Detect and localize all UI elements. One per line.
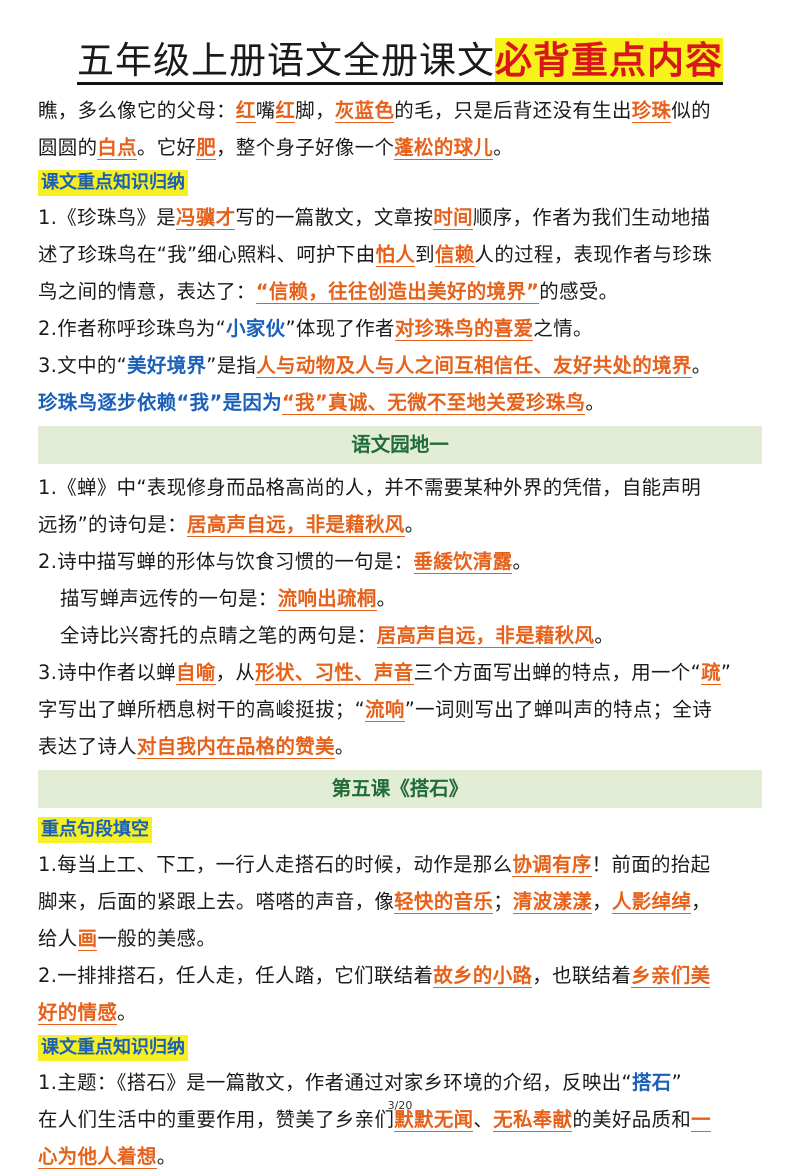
paragraph-line: 1.《珍珠鸟》是冯骥才写的一篇散文，文章按时间顺序，作者为我们生动地描 bbox=[38, 206, 711, 230]
section-heading: 重点句段填空 bbox=[38, 817, 152, 843]
title-highlight: 必背重点内容 bbox=[495, 38, 723, 85]
document-body: 瞧，多么像它的父母：红嘴红脚，灰蓝色的毛，只是后背还没有生出珍珠似的 圆圆的白点… bbox=[38, 92, 762, 1175]
section-band: 第五课《搭石》 bbox=[38, 770, 762, 808]
paragraph-line: 鸟之间的情意，表达了：“信赖，往往创造出美好的境界”的感受。 bbox=[38, 280, 619, 304]
paragraph-line: 描写蝉声远传的一句是：流响出疏桐。 bbox=[60, 587, 397, 611]
paragraph-line: 给人画一般的美感。 bbox=[38, 927, 217, 951]
paragraph-line: 3.诗中作者以蝉自喻，从形状、习性、声音三个方面写出蝉的特点，用一个“疏” bbox=[38, 661, 732, 685]
paragraph-line: 1.《蝉》中“表现修身而品格高尚的人，并不需要某种外界的凭借，自能声明 bbox=[38, 476, 702, 499]
paragraph-line: 心为他人着想。 bbox=[38, 1145, 177, 1169]
paragraph-line: 在人们生活中的重要作用，赞美了乡亲们默默无闻、无私奉献的美好品质和一 bbox=[38, 1108, 711, 1132]
paragraph-line: 表达了诗人对自我内在品格的赞美。 bbox=[38, 735, 355, 759]
title-part1: 五年级上册语文全册课文 bbox=[77, 39, 495, 85]
paragraph-line: 2.一排排搭石，任人走，任人踏，它们联结着故乡的小路，也联结着乡亲们美 bbox=[38, 964, 711, 988]
paragraph-line: 2.作者称呼珍珠鸟为“小家伙”体现了作者对珍珠鸟的喜爱之情。 bbox=[38, 317, 593, 341]
paragraph-line: 珍珠鸟逐步依赖“我”是因为“我”真诚、无微不至地关爱珍珠鸟。 bbox=[38, 391, 606, 415]
paragraph-line: 好的情感。 bbox=[38, 1001, 137, 1025]
section-heading: 课文重点知识归纳 bbox=[38, 1035, 188, 1061]
paragraph-line: 1.每当上工、下工，一行人走搭石的时候，动作是那么协调有序！前面的抬起 bbox=[38, 853, 711, 877]
paragraph-line: 3.文中的“美好境界”是指人与动物及人与人之间互相信任、友好共处的境界。 bbox=[38, 354, 712, 378]
paragraph-line: 瞧，多么像它的父母：红嘴红脚，灰蓝色的毛，只是后背还没有生出珍珠似的 bbox=[38, 99, 711, 123]
paragraph-line: 2.诗中描写蝉的形体与饮食习惯的一句是：垂緌饮清露。 bbox=[38, 550, 533, 574]
paragraph-line: 全诗比兴寄托的点睛之笔的两句是：居高声自远，非是藉秋风。 bbox=[60, 624, 615, 648]
page-number: 3/20 bbox=[387, 1099, 413, 1112]
paragraph-line: 脚来，后面的紧跟上去。嗒嗒的声音，像轻快的音乐；清波漾漾，人影绰绰， bbox=[38, 890, 711, 914]
paragraph-line: 1.主题：《搭石》是一篇散文，作者通过对家乡环境的介绍，反映出“搭石” bbox=[38, 1071, 683, 1094]
section-heading: 课文重点知识归纳 bbox=[38, 170, 188, 196]
paragraph-line: 字写出了蝉所栖息树干的高峻挺拔；“流响”一词则写出了蝉叫声的特点；全诗 bbox=[38, 698, 713, 722]
section-band: 语文园地一 bbox=[38, 426, 762, 464]
paragraph-line: 述了珍珠鸟在“我”细心照料、呵护下由怕人到信赖人的过程，表现作者与珍珠 bbox=[38, 243, 713, 267]
paragraph-line: 远扬”的诗句是：居高声自远，非是藉秋风。 bbox=[38, 513, 425, 537]
page-title: 五年级上册语文全册课文必背重点内容 bbox=[0, 30, 800, 85]
paragraph-line: 圆圆的白点。它好肥，整个身子好像一个蓬松的球儿。 bbox=[38, 136, 514, 160]
